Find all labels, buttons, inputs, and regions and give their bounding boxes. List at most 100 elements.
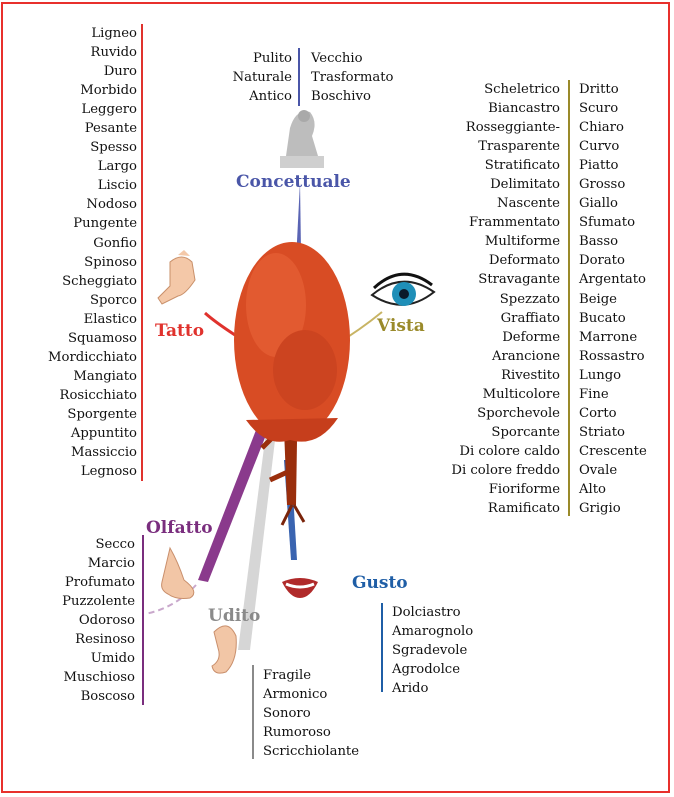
word: Naturale xyxy=(233,68,292,87)
word: Deformato xyxy=(451,251,560,270)
word: Sporgente xyxy=(48,405,137,424)
word: Boscoso xyxy=(62,687,135,706)
vista-divider xyxy=(568,80,570,516)
word: Gonfio xyxy=(48,234,137,253)
word: Rivestito xyxy=(451,366,560,385)
word: Di colore caldo xyxy=(451,442,560,461)
word: Armonico xyxy=(263,685,359,704)
vista-words-left: Scheletrico Biancastro Rosseggiante- Tra… xyxy=(451,80,560,518)
word: Amarognolo xyxy=(392,622,473,641)
word: Ligneo xyxy=(48,24,137,43)
concettuale-words-right: Vecchio Trasformato Boschivo xyxy=(311,49,393,106)
word: Rossastro xyxy=(579,347,647,366)
word: Dolciastro xyxy=(392,603,473,622)
word: Elastico xyxy=(48,310,137,329)
word: Alto xyxy=(579,480,647,499)
word: Trasparente xyxy=(451,137,560,156)
word: Arancione xyxy=(451,347,560,366)
word: Sporco xyxy=(48,291,137,310)
word: Multicolore xyxy=(451,385,560,404)
word: Massiccio xyxy=(48,443,137,462)
word: Arido xyxy=(392,679,473,698)
word: Puzzolente xyxy=(62,592,135,611)
word: Deforme xyxy=(451,328,560,347)
word: Fioriforme xyxy=(451,480,560,499)
word: Mordicchiato xyxy=(48,348,137,367)
word: Curvo xyxy=(579,137,647,156)
label-udito: Udito xyxy=(208,606,260,626)
ray-tatto xyxy=(205,313,235,335)
word: Basso xyxy=(579,232,647,251)
word: Di colore freddo xyxy=(451,461,560,480)
word: Sporcante xyxy=(451,423,560,442)
udito-words: Fragile Armonico Sonoro Rumoroso Scricch… xyxy=(263,666,359,761)
word: Spesso xyxy=(48,138,137,157)
word: Marcio xyxy=(62,554,135,573)
word: Secco xyxy=(62,535,135,554)
word: Rosseggiante- xyxy=(451,118,560,137)
word: Odoroso xyxy=(62,611,135,630)
word: Ovale xyxy=(579,461,647,480)
word: Sgradevole xyxy=(392,641,473,660)
word: Multiforme xyxy=(451,232,560,251)
word: Squamoso xyxy=(48,329,137,348)
label-gusto: Gusto xyxy=(352,573,408,593)
word: Muschioso xyxy=(62,668,135,687)
word: Vecchio xyxy=(311,49,393,68)
label-concettuale: Concettuale xyxy=(236,172,351,192)
word: Grigio xyxy=(579,499,647,518)
word: Scuro xyxy=(579,99,647,118)
word: Sporchevole xyxy=(451,404,560,423)
word: Stravagante xyxy=(451,270,560,289)
word: Beige xyxy=(579,290,647,309)
word: Fine xyxy=(579,385,647,404)
gusto-words: Dolciastro Amarognolo Sgradevole Agrodol… xyxy=(392,603,473,698)
word: Scheggiato xyxy=(48,272,137,291)
hand-icon xyxy=(158,250,195,304)
word: Grosso xyxy=(579,175,647,194)
word: Fragile xyxy=(263,666,359,685)
word: Argentato xyxy=(579,270,647,289)
word: Nodoso xyxy=(48,195,137,214)
word: Corto xyxy=(579,404,647,423)
tatto-divider xyxy=(141,24,143,481)
word: Spezzato xyxy=(451,290,560,309)
tree-icon xyxy=(234,242,350,525)
label-vista: Vista xyxy=(377,316,425,336)
mouth-icon xyxy=(282,578,318,598)
word: Leggero xyxy=(48,100,137,119)
word: Frammentato xyxy=(451,213,560,232)
word: Resinoso xyxy=(62,630,135,649)
udito-divider xyxy=(252,665,254,759)
label-tatto: Tatto xyxy=(155,321,204,341)
word: Lungo xyxy=(579,366,647,385)
word: Marrone xyxy=(579,328,647,347)
word: Largo xyxy=(48,157,137,176)
concettuale-words-left: Pulito Naturale Antico xyxy=(233,49,292,106)
tatto-words: Ligneo Ruvido Duro Morbido Leggero Pesan… xyxy=(48,24,137,481)
word: Appuntito xyxy=(48,424,137,443)
olfatto-words: Secco Marcio Profumato Puzzolente Odoros… xyxy=(62,535,135,706)
word: Nascente xyxy=(451,194,560,213)
word: Giallo xyxy=(579,194,647,213)
word: Legnoso xyxy=(48,462,137,481)
word: Sfumato xyxy=(579,213,647,232)
thinker-statue-icon xyxy=(280,110,324,168)
word: Boschivo xyxy=(311,87,393,106)
word: Trasformato xyxy=(311,68,393,87)
word: Piatto xyxy=(579,156,647,175)
word: Ramificato xyxy=(451,499,560,518)
concettuale-divider xyxy=(298,48,300,106)
word: Ruvido xyxy=(48,43,137,62)
word: Profumato xyxy=(62,573,135,592)
word: Dorato xyxy=(579,251,647,270)
word: Crescente xyxy=(579,442,647,461)
word: Pesante xyxy=(48,119,137,138)
vista-words-right: Dritto Scuro Chiaro Curvo Piatto Grosso … xyxy=(579,80,647,518)
label-olfatto: Olfatto xyxy=(146,518,213,538)
word: Umido xyxy=(62,649,135,668)
word: Delimitato xyxy=(451,175,560,194)
word: Sonoro xyxy=(263,704,359,723)
gusto-divider xyxy=(381,603,383,692)
word: Morbido xyxy=(48,81,137,100)
